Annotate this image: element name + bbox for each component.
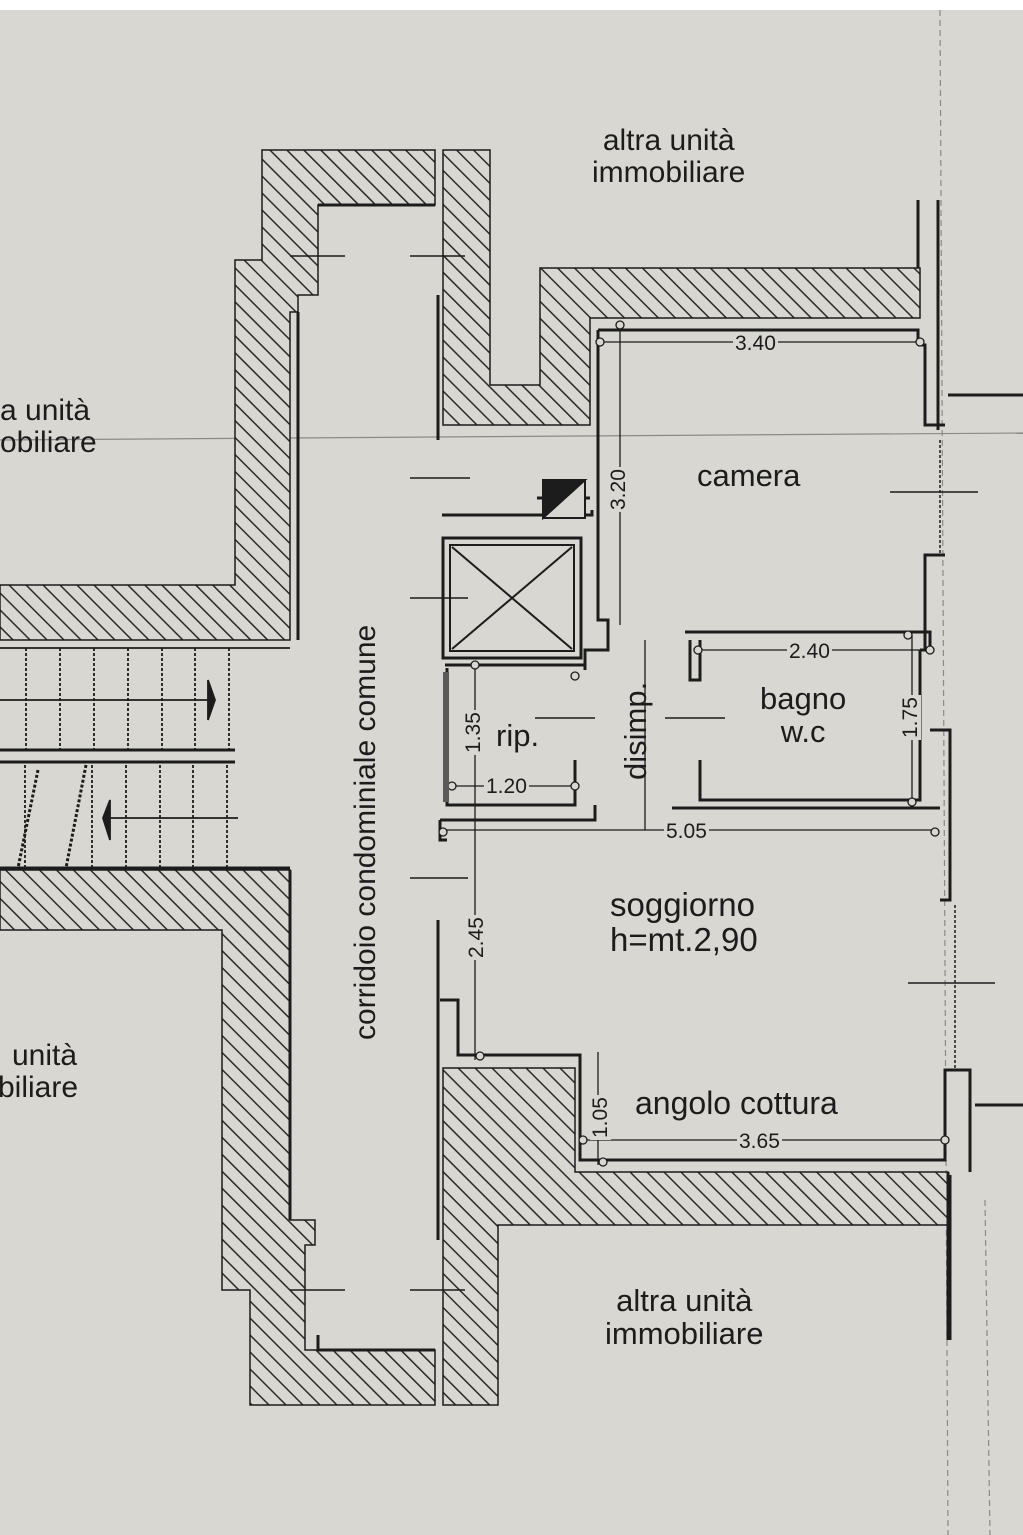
- rip-wall-fill: [443, 672, 449, 802]
- dim-soggiorno-width: 5.05: [664, 820, 709, 843]
- hatched-walls: [0, 149, 949, 1406]
- room-label-camera: camera: [697, 458, 801, 493]
- dim-bagno-depth: 1.75: [899, 695, 922, 740]
- dim-camera-width: 3.40: [733, 332, 778, 355]
- dim-rip-depth: 1.35: [462, 710, 485, 755]
- label-corridor: corridoio condominiale comune: [349, 624, 382, 1040]
- staircase: [0, 647, 290, 870]
- photo-edge: [0, 0, 1023, 10]
- door-marks: [290, 255, 995, 1291]
- dim-cottura-width: 3.65: [737, 1130, 782, 1153]
- vent-shaft: [542, 479, 588, 521]
- room-label-rip: rip.: [496, 718, 540, 753]
- dim-bagno-width: 2.40: [787, 640, 832, 663]
- dimension-terminals: [438, 320, 950, 1167]
- dim-soggiorno-depth: 2.45: [465, 915, 488, 960]
- reference-lines: [0, 9, 1023, 1535]
- room-label-disimp: disimp.: [618, 681, 653, 780]
- dim-cottura-depth: 1.05: [589, 1095, 612, 1140]
- room-label-angolo-cottura: angolo cottura: [635, 1085, 838, 1121]
- dim-rip-width: 1.20: [484, 775, 529, 798]
- dim-camera-depth: 3.20: [607, 467, 630, 512]
